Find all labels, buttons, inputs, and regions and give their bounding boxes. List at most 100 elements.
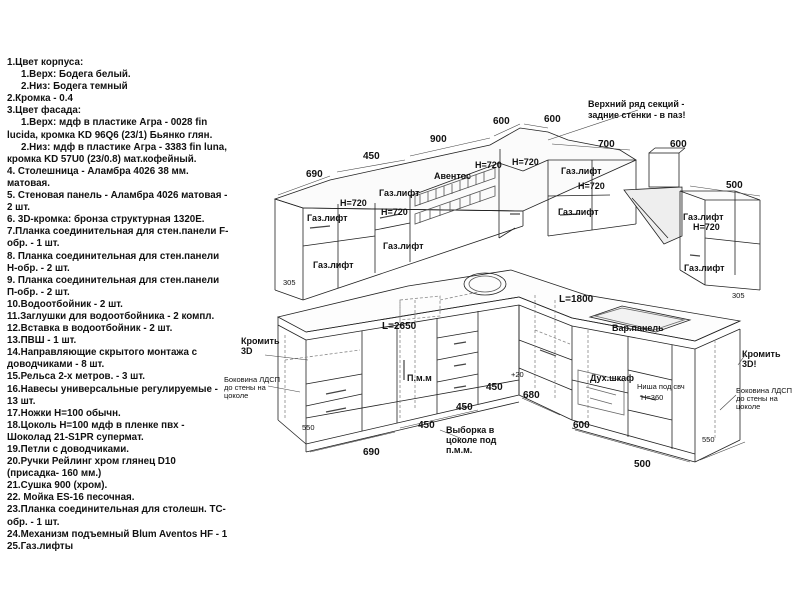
spec-line: 13.ПВШ - 1 шт. (7, 335, 77, 347)
spec-line: 15.Рельса 2-х метров. - 3 шт. (7, 371, 146, 383)
label-gaz-3: Газ.лифт (379, 188, 420, 198)
spec-line: 16.Навесы универсальные регулируемые - (7, 383, 218, 395)
dim-top-500: 500 (726, 180, 743, 191)
cooker-hood (623, 147, 686, 245)
spec-line: 6. 3D-кромка: бронза структурная 1320Е. (7, 214, 205, 226)
spec-line: П-обр. - 2 шт. (7, 286, 70, 298)
label-gaz-6: Газ.лифт (558, 207, 599, 217)
spec-line: 19.Петли с доводчиками. (7, 444, 130, 455)
countertop (276, 269, 742, 350)
spec-line: 1.Верх: Бодега белый. (21, 69, 131, 81)
cooktop (588, 305, 692, 333)
spec-line: (присадка- 160 мм.) (7, 468, 102, 480)
spec-line: 1.Верх: мдф в пластике Агра - 0028 fin (21, 117, 208, 129)
dim-bottom-450a: 450 (486, 382, 503, 393)
spec-line: доводчиками - 8 шт. (7, 359, 105, 371)
spec-line: 9. Планка соединительная для стен.панели (7, 274, 220, 286)
spec-line: Н-обр. - 2 шт. (7, 262, 70, 274)
label-h720-1: Н=720 (340, 198, 367, 208)
dim-550-left: 550 (302, 423, 315, 432)
dim-bottom-680: 680 (523, 390, 540, 401)
spec-line: 8. Планка соединительная для стен.панели (7, 250, 220, 262)
dim-305-right: 305 (732, 291, 745, 300)
label-microwave-niche: Ниша под свч (637, 382, 685, 391)
dim-top-900: 900 (430, 134, 447, 145)
spec-line: 3.Цвет фасада: (7, 105, 82, 117)
label-gaz-4: Газ.лифт (383, 241, 424, 251)
spec-line: 2.Низ: мдф в пластике Агра - 3383 fin lu… (21, 141, 227, 153)
label-gaz-5: Газ.лифт (561, 166, 602, 176)
dim-top-700: 700 (598, 139, 615, 150)
label-gaz-8: Газ.лифт (684, 263, 725, 273)
dim-plus20: +20 (511, 370, 524, 379)
spec-line: 1.Цвет корпуса: (7, 57, 84, 68)
label-gaz-7: Газ.лифт (683, 212, 724, 222)
spec-line: 7.Планка соединительная для стен.панели … (7, 226, 229, 238)
label-cooktop: Вар.панель (612, 323, 664, 333)
dim-bottom-450b: 450 (456, 402, 473, 413)
spec-line: 17.Ножки Н=100 обычн. (7, 407, 121, 419)
dim-top-600b: 600 (544, 114, 561, 125)
spec-line: 18.Цоколь Н=100 мдф в пленке пвх - (7, 419, 185, 431)
label-oven: Дух.шкаф (590, 373, 634, 383)
label-niche-height: Н=360 (641, 393, 663, 402)
spec-line: Шоколад 21-S1PR супермат. (7, 431, 144, 443)
spec-line: 5. Стеновая панель - Аламбра 4026 матова… (7, 190, 228, 202)
spec-line: матовая. (7, 177, 50, 189)
countertop-length-left: L=2650 (382, 321, 417, 332)
dim-bottom-500: 500 (634, 459, 651, 470)
label-gaz-1: Газ.лифт (307, 213, 348, 223)
spec-line: 13 шт. (7, 395, 36, 407)
spec-line: 21.Сушка 900 (хром). (7, 480, 108, 492)
spec-line: обр. - 1 шт. (7, 238, 60, 250)
label-dishwasher: П.м.м (407, 373, 432, 383)
dim-bottom-450c: 450 (418, 420, 435, 431)
label-h720-3: Н=720 (475, 160, 502, 170)
spec-line: 2 шт. (7, 202, 30, 214)
label-h720-2: Н=720 (381, 207, 408, 217)
lower-cabinets (277, 213, 741, 463)
dim-top-600c: 600 (670, 139, 687, 150)
drawing-labels: 690 450 900 600 600 700 600 500 Верхний … (224, 99, 792, 470)
label-h720-4: Н=720 (512, 157, 539, 167)
label-h720-5: Н=720 (578, 181, 605, 191)
dim-305-left: 305 (283, 278, 296, 287)
dim-bottom-600: 600 (573, 420, 590, 431)
upper-cabinets (273, 127, 761, 301)
dim-bottom-690: 690 (363, 447, 380, 458)
spec-line: 2.Низ: Бодега темный (21, 81, 128, 93)
spec-line: 24.Механизм подъемный Blum Aventos HF - … (7, 528, 228, 540)
dish-drying-rack (414, 167, 496, 225)
spec-line: 12.Вставка в водоотбойник - 2 шт. (7, 323, 173, 335)
countertop-length-right: L=1800 (559, 294, 594, 305)
specification-list: 1.Цвет корпуса:1.Верх: Бодега белый.2.Ни… (7, 57, 239, 553)
spec-line: 10.Водоотбойник - 2 шт. (7, 298, 123, 310)
label-gaz-2: Газ.лифт (313, 260, 354, 270)
spec-line: 23.Планка соединительная для столешн. ТС… (7, 504, 226, 516)
label-h720-6: Н=720 (693, 222, 720, 232)
dim-top-600a: 600 (493, 116, 510, 127)
dim-550-right: 550 (702, 435, 715, 444)
dimension-lines (277, 123, 761, 463)
dim-top-690: 690 (306, 169, 323, 180)
spec-line: кромка KD 57U0 (23/0.8) мат.кофейный. (7, 153, 197, 165)
spec-line: 20.Ручки Рейлинг хром глянец D10 (7, 456, 176, 468)
spec-line: 11.Заглушки для водоотбойника - 2 компл. (7, 310, 215, 322)
rear-panels-note: Верхний ряд секций -задние стенки - в па… (588, 99, 686, 120)
label-aventos: Авентос (434, 171, 471, 181)
spec-line: lucida, кромка KD 96Q6 (23/1) Бьянко гля… (7, 129, 213, 141)
spec-line: 25.Газ.лифты (7, 540, 74, 552)
spec-line: 2.Кромка - 0.4 (7, 93, 73, 105)
sink (463, 272, 507, 296)
dim-top-450: 450 (363, 151, 380, 162)
spec-line: обр. - 1 шт. (7, 516, 60, 528)
spec-line: 4. Столешница - Аламбра 4026 38 мм. (7, 165, 189, 177)
spec-line: 22. Мойка ES-16 песочная. (7, 492, 135, 504)
spec-line: 14.Направляющие скрытого монтажа с (7, 347, 198, 359)
